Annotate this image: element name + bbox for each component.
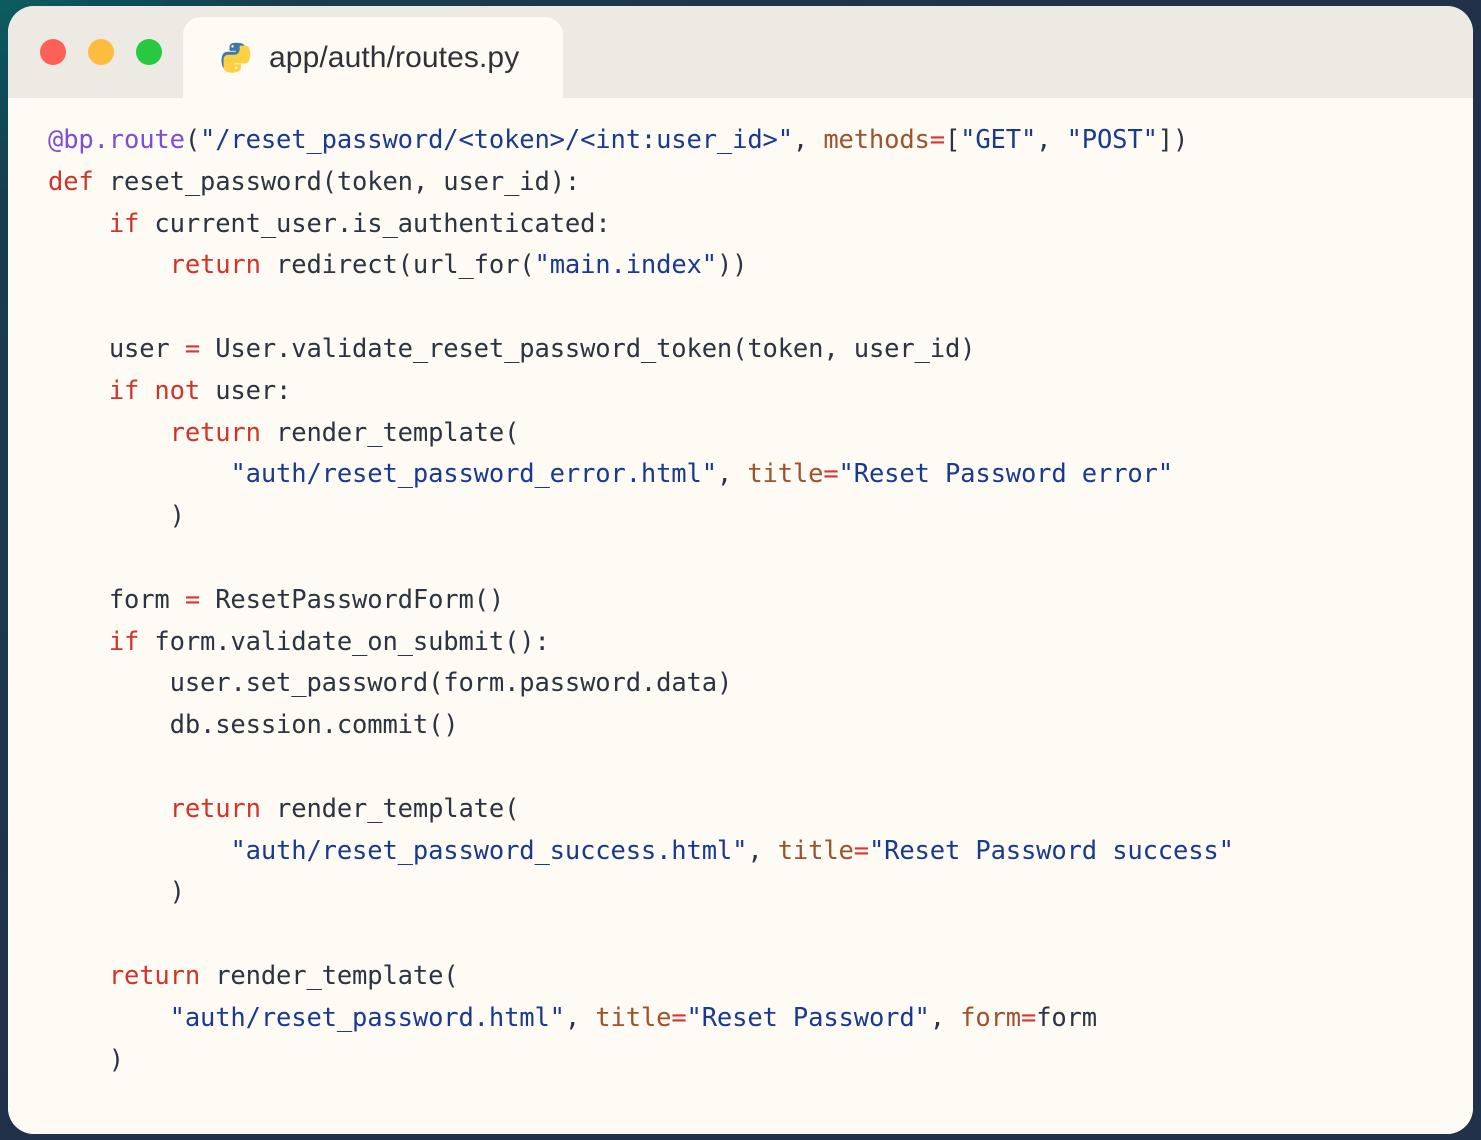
- code-line: if not user:: [108, 375, 292, 406]
- python-source-code: @bp.route("/reset_password/<token>/<int:…: [48, 120, 1473, 1081]
- code-line: user.set_password(form.password.data): [169, 668, 733, 699]
- code-editor-surface[interactable]: @bp.route("/reset_password/<token>/<int:…: [8, 98, 1473, 1134]
- code-line: db.session.commit(): [169, 710, 459, 741]
- code-line: [48, 747, 1473, 789]
- code-line: "auth/reset_password_error.html", title=…: [230, 459, 1173, 490]
- close-button[interactable]: [40, 39, 66, 65]
- code-line: ): [48, 1044, 125, 1075]
- tab-app-auth-routes-py[interactable]: app/auth/routes.py: [183, 17, 564, 98]
- code-line: [48, 287, 1473, 329]
- code-line: "auth/reset_password.html", title="Reset…: [169, 1002, 1098, 1033]
- code-line: form = ResetPasswordForm(): [108, 584, 505, 615]
- code-line: if form.validate_on_submit():: [108, 626, 550, 657]
- code-line: if current_user.is_authenticated:: [108, 208, 611, 239]
- code-line: def reset_password(token, user_id):: [48, 166, 581, 197]
- maximize-button[interactable]: [136, 39, 162, 65]
- window-titlebar: app/auth/routes.py: [8, 6, 1473, 98]
- code-line: return redirect(url_for("main.index")): [169, 250, 748, 281]
- tab-title: app/auth/routes.py: [269, 40, 520, 74]
- code-line: return render_template(: [169, 417, 520, 448]
- code-line: ): [48, 877, 185, 908]
- code-line: [48, 538, 1473, 580]
- code-line: "auth/reset_password_success.html", titl…: [230, 835, 1234, 866]
- code-line: user = User.validate_reset_password_toke…: [108, 333, 976, 364]
- code-line: return render_template(: [169, 793, 520, 824]
- code-line: ): [48, 501, 185, 532]
- code-line: return render_template(: [108, 960, 459, 991]
- code-editor-window: app/auth/routes.py @bp.route("/reset_pas…: [8, 6, 1473, 1134]
- minimize-button[interactable]: [88, 39, 114, 65]
- python-icon: [219, 41, 253, 75]
- code-line: [48, 914, 1473, 956]
- traffic-light-controls: [40, 6, 162, 98]
- code-line: @bp.route("/reset_password/<token>/<int:…: [48, 125, 1189, 155]
